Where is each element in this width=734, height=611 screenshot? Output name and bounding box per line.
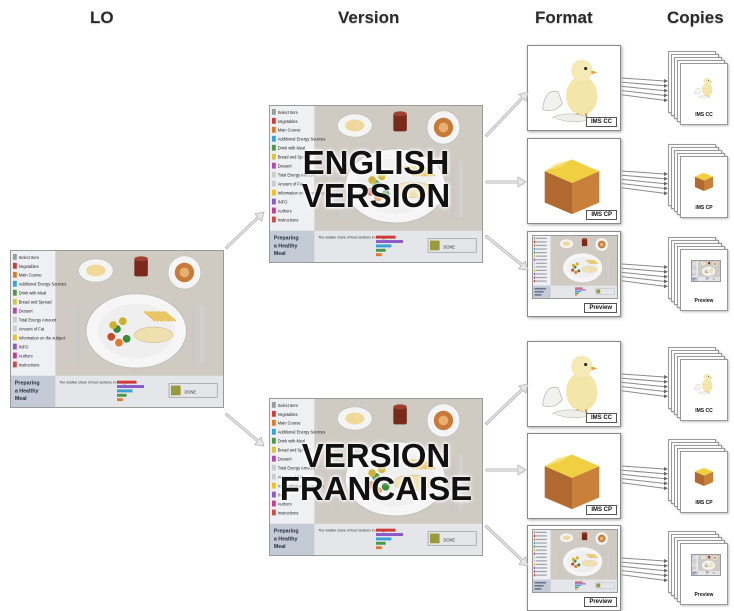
copy-arrows-5 (622, 558, 668, 582)
arrow-lo-to-english (225, 212, 264, 249)
arrow-english-to-preview (485, 235, 528, 270)
arrow-english-to-imscc (485, 92, 528, 137)
copy-arrows-4 (622, 466, 668, 490)
copy-arrows-0 (622, 78, 668, 102)
copy-arrows-1 (622, 171, 668, 195)
copy-arrows-3 (622, 374, 668, 398)
arrow-french-to-imscp (486, 465, 526, 475)
arrow-lo-to-french (225, 413, 264, 446)
arrow-french-to-imscc (485, 384, 528, 425)
arrow-french-to-preview (485, 525, 528, 566)
arrow-english-to-imscp (486, 177, 526, 187)
copy-arrows-2 (622, 264, 668, 288)
